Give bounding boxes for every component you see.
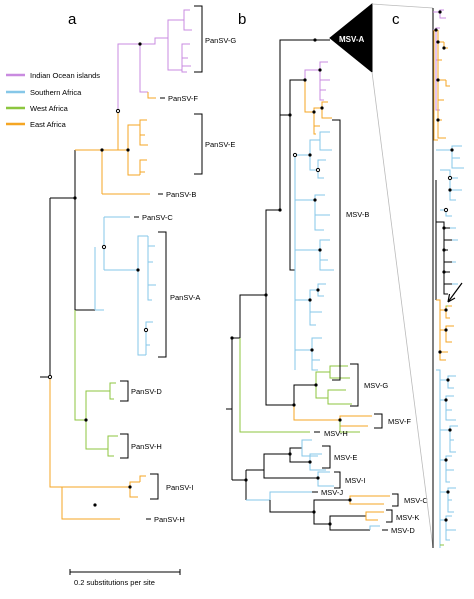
label-msv-g: MSV-G — [364, 381, 388, 390]
zoom-connectors — [371, 3, 434, 549]
panel-c-tree — [432, 8, 464, 548]
msv-a-collapsed-triangle — [329, 2, 373, 74]
label-msv-b: MSV-B — [346, 210, 369, 219]
panel-b-letter: b — [238, 11, 246, 28]
panel-a-letter: a — [68, 11, 77, 28]
legend-label-west: West Africa — [30, 104, 69, 113]
label-pansv-f: PanSV-F — [168, 94, 198, 103]
label-msv-f: MSV-F — [388, 417, 411, 426]
label-pansv-h-1: PanSV-H — [131, 442, 162, 451]
label-msv-i: MSV-I — [345, 476, 365, 485]
scale-bar-label: 0.2 substitutions per site — [74, 578, 155, 587]
label-msv-a: MSV-A — [339, 35, 365, 44]
legend-label-southern: Southern Africa — [30, 88, 82, 97]
label-pansv-d: PanSV-D — [131, 387, 162, 396]
label-msv-k: MSV-K — [396, 513, 419, 522]
label-pansv-b: PanSV-B — [166, 190, 196, 199]
label-pansv-h-2: PanSV-H — [154, 515, 185, 524]
panel-b-tree — [226, 2, 399, 531]
panel-c-letter: c — [392, 11, 400, 28]
label-msv-c: MSV-C — [404, 496, 428, 505]
label-msv-d: MSV-D — [391, 526, 415, 535]
label-pansv-e: PanSV-E — [205, 140, 235, 149]
label-pansv-g: PanSV-G — [205, 36, 236, 45]
legend-label-indian-ocean: Indian Ocean islands — [30, 71, 100, 80]
label-msv-e: MSV-E — [334, 453, 357, 462]
panel-a-tree — [40, 5, 203, 520]
label-pansv-i: PanSV-I — [166, 483, 194, 492]
scale-bar: 0.2 substitutions per site — [69, 569, 181, 587]
label-msv-j: MSV-J — [321, 488, 343, 497]
legend-label-east: East Africa — [30, 120, 67, 129]
label-pansv-c: PanSV-C — [142, 213, 173, 222]
label-msv-h: MSV-H — [324, 429, 348, 438]
legend: Indian Ocean islands Southern Africa Wes… — [6, 71, 100, 129]
label-pansv-a: PanSV-A — [170, 293, 200, 302]
